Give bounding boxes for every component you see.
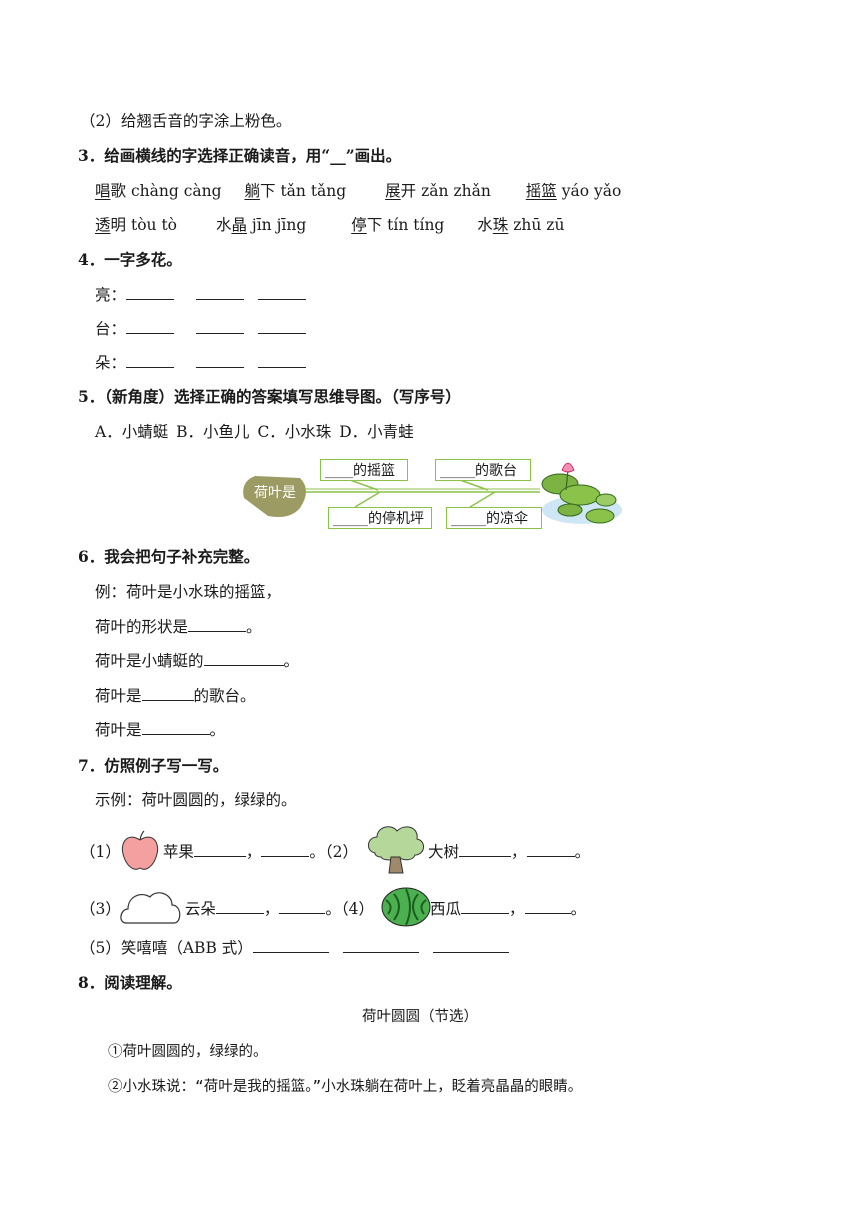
blank[interactable] — [141, 685, 194, 701]
blank[interactable] — [459, 841, 512, 857]
q6-sentence-3: 荷叶是的歌台。 — [95, 685, 256, 705]
blank[interactable] — [524, 898, 571, 914]
q3-item-4: 摇篮 yáo yǎo — [525, 182, 622, 200]
q4-row-1: 亮： — [95, 284, 307, 306]
q3-item-6: 水晶 jīn jīng — [215, 216, 307, 234]
q7-title: 7．仿照例子写一写。 — [78, 756, 229, 775]
mind-map-box-3[interactable]: _____的停机坪 — [328, 507, 432, 529]
mind-map-box-2[interactable]: _____的歌台 — [435, 459, 531, 481]
q7-example: 示例：荷叶圆圆的，绿绿的。 — [95, 791, 297, 809]
blank[interactable] — [261, 841, 310, 857]
q8-title: 8．阅读理解。 — [78, 973, 182, 992]
q5-options: A．小蜻蜓 B．小鱼儿 C．小水珠 D．小青蛙 — [95, 423, 414, 441]
passage-paragraph-2: ②小水珠说：“荷叶是我的摇篮。”小水珠躺在荷叶上，眨着亮晶晶的眼睛。 — [108, 1079, 583, 1095]
mind-map-box-4[interactable]: _____的凉伞 — [446, 507, 542, 529]
blank[interactable] — [258, 318, 307, 334]
blank[interactable] — [432, 937, 509, 953]
blank[interactable] — [141, 719, 210, 735]
mind-map-box-1[interactable]: ____的摇篮 — [320, 459, 408, 481]
blank[interactable] — [258, 352, 307, 368]
blank[interactable] — [196, 284, 245, 300]
blank[interactable] — [526, 841, 575, 857]
q7-row-3: （5）笑嘻嘻（ABB 式） — [80, 937, 509, 959]
q7-row-2: （3）云朵，。（4）西瓜，。 — [80, 898, 587, 918]
q7-row-1: （1）苹果，。（2）大树，。 — [80, 841, 591, 861]
q3-row1: 唱歌 chàng càng 躺下 tǎn tǎng 展开 zǎn zhǎn 摇篮… — [95, 180, 621, 202]
blank[interactable] — [461, 898, 510, 914]
q5-title: 5．（新角度）选择正确的答案填写思维导图。（写序号） — [78, 387, 461, 406]
q3-item-1: 唱歌 chàng càng — [95, 182, 222, 200]
blank[interactable] — [196, 318, 245, 334]
blank[interactable] — [193, 841, 246, 857]
q6-sentence-1: 荷叶的形状是。 — [95, 616, 262, 636]
q3-row2: 透明 tòu tò 水晶 jīn jīng 停下 tín tíng 水珠 zhū… — [95, 214, 564, 236]
passage-paragraph-1: ①荷叶圆圆的，绿绿的。 — [108, 1044, 268, 1060]
q3-item-2: 躺下 tǎn tǎng — [244, 182, 347, 200]
blank[interactable] — [126, 284, 175, 300]
tree-icon — [368, 826, 424, 874]
q3-title: 3．给画横线的字选择正确读音，用“__”画出。 — [78, 146, 402, 165]
q6-example: 例：荷叶是小水珠的摇篮， — [95, 583, 282, 601]
blank[interactable] — [258, 284, 307, 300]
q4-title: 4．一字多花。 — [78, 250, 182, 269]
blank[interactable] — [252, 937, 329, 953]
passage-title: 荷叶圆圆（节选） — [362, 1009, 478, 1025]
q6-sentence-2: 荷叶是小蜻蜓的。 — [95, 650, 300, 670]
blank[interactable] — [196, 352, 245, 368]
q6-title: 6．我会把句子补充完整。 — [78, 547, 260, 566]
q3-item-3: 展开 zǎn zhǎn — [385, 182, 491, 200]
blank[interactable] — [215, 898, 264, 914]
apple-icon — [121, 830, 159, 870]
q2-sub-question: （2）给翘舌音的字涂上粉色。 — [80, 112, 292, 130]
q3-item-5: 透明 tòu tò — [95, 216, 177, 234]
cloud-icon — [120, 892, 181, 924]
q3-item-8: 水珠 zhū zū — [477, 216, 565, 234]
blank[interactable] — [203, 650, 284, 666]
blank[interactable] — [126, 352, 175, 368]
blank[interactable] — [279, 898, 326, 914]
mind-map-center: 荷叶是 — [254, 485, 296, 501]
blank[interactable] — [188, 616, 247, 632]
q3-item-7: 停下 tín tíng — [351, 216, 445, 234]
blank[interactable] — [126, 318, 175, 334]
q4-row-3: 朵： — [95, 352, 307, 374]
blank[interactable] — [342, 937, 419, 953]
q6-sentence-4: 荷叶是。 — [95, 719, 226, 739]
q4-row-2: 台： — [95, 318, 307, 340]
watermelon-icon — [381, 887, 431, 927]
